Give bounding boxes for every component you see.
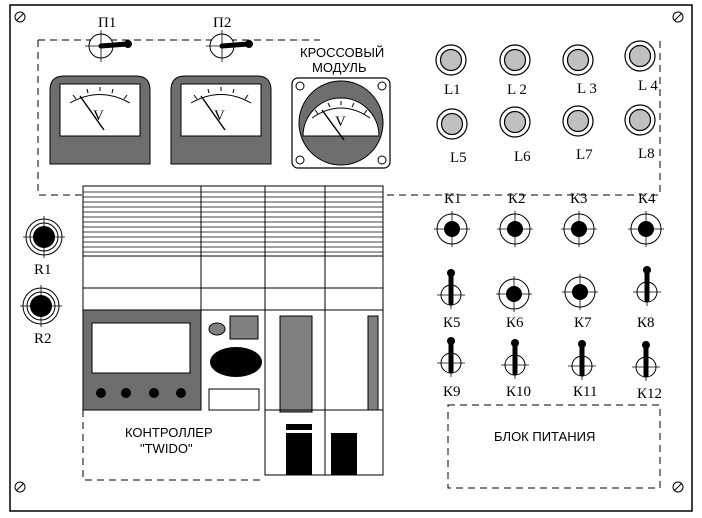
key-k3[interactable] [560, 210, 598, 248]
lamp-l3-label: L 3 [577, 81, 597, 97]
power-block-region [447, 404, 661, 489]
switch-p1-label: П1 [98, 15, 116, 31]
key-k10[interactable]: К10 [501, 339, 531, 400]
key-k1-label: К1 [444, 191, 462, 207]
screw-icon [14, 11, 26, 23]
lamp-l2-label: L 2 [507, 82, 527, 98]
lamp-l8-label: L8 [638, 146, 655, 162]
key-k8-label: К8 [637, 315, 655, 331]
key-k11[interactable]: К11 [568, 340, 597, 400]
key-k2[interactable] [496, 210, 534, 248]
controller-title-2: "TWIDO" [140, 441, 193, 456]
key-k6[interactable]: К6 [495, 275, 533, 331]
key-k11-label: К11 [573, 384, 597, 400]
switch-p2[interactable]: П2 [206, 15, 253, 62]
lamp-l3: L 3 [562, 44, 597, 97]
screw-icon [672, 11, 684, 23]
voltmeter-1-unit: V [93, 108, 104, 124]
panel-frame [9, 4, 693, 512]
resistor-r1-label: R1 [34, 262, 52, 278]
voltmeter-2-unit: V [214, 108, 225, 124]
lamp-l5: L5 [436, 108, 468, 166]
cross-module-title-2: МОДУЛЬ [312, 60, 367, 75]
switch-p1[interactable]: П1 [85, 15, 132, 62]
power-block-title: БЛОК ПИТАНИЯ [494, 429, 595, 444]
key-k4[interactable] [627, 210, 665, 248]
screw-icon [14, 481, 26, 493]
lamp-l6-label: L6 [514, 149, 531, 165]
lamp-l1-label: L1 [444, 82, 461, 98]
lamp-l7-label: L7 [576, 147, 593, 163]
controller-title-1: КОНТРОЛЛЕР [125, 425, 213, 440]
voltmeter-1: V [49, 75, 151, 165]
key-k9[interactable]: К9 [437, 337, 465, 400]
controller-module [82, 185, 384, 476]
key-k6-label: К6 [506, 315, 524, 331]
key-k4-label: К4 [638, 191, 656, 207]
lamp-l1: L1 [435, 44, 467, 98]
lamp-l7: L7 [562, 105, 594, 163]
key-k5[interactable]: К5 [437, 269, 465, 331]
resistor-r2[interactable]: R2 [19, 284, 63, 347]
screw-icon [672, 481, 684, 493]
switch-p2-label: П2 [213, 15, 231, 31]
key-k2-label: К2 [508, 191, 526, 207]
lamp-l2: L 2 [499, 44, 531, 98]
key-k7[interactable]: К7 [561, 273, 599, 331]
key-k7-label: К7 [574, 315, 592, 331]
cross-module-region [37, 40, 661, 196]
voltmeter-3-unit: V [335, 114, 346, 130]
lamp-l4-label: L 4 [638, 78, 658, 94]
key-k3-label: К3 [570, 191, 588, 207]
key-k12[interactable]: К12 [632, 341, 662, 402]
key-k12-label: К12 [637, 386, 662, 402]
resistor-r1[interactable]: R1 [22, 215, 66, 278]
key-k8[interactable]: К8 [633, 266, 661, 331]
key-k1[interactable] [433, 210, 471, 248]
lamp-l5-label: L5 [450, 150, 467, 166]
lamp-l4: L 4 [624, 40, 658, 94]
resistor-r2-label: R2 [34, 331, 52, 347]
lamp-l6: L6 [499, 106, 531, 165]
key-k9-label: К9 [443, 384, 461, 400]
voltmeter-3: V [291, 77, 391, 169]
lamp-l8: L8 [624, 104, 656, 162]
key-k10-label: К10 [506, 384, 531, 400]
cross-module-title-1: КРОССОВЫЙ [300, 45, 384, 60]
key-k5-label: К5 [443, 315, 461, 331]
voltmeter-2: V [170, 75, 272, 165]
